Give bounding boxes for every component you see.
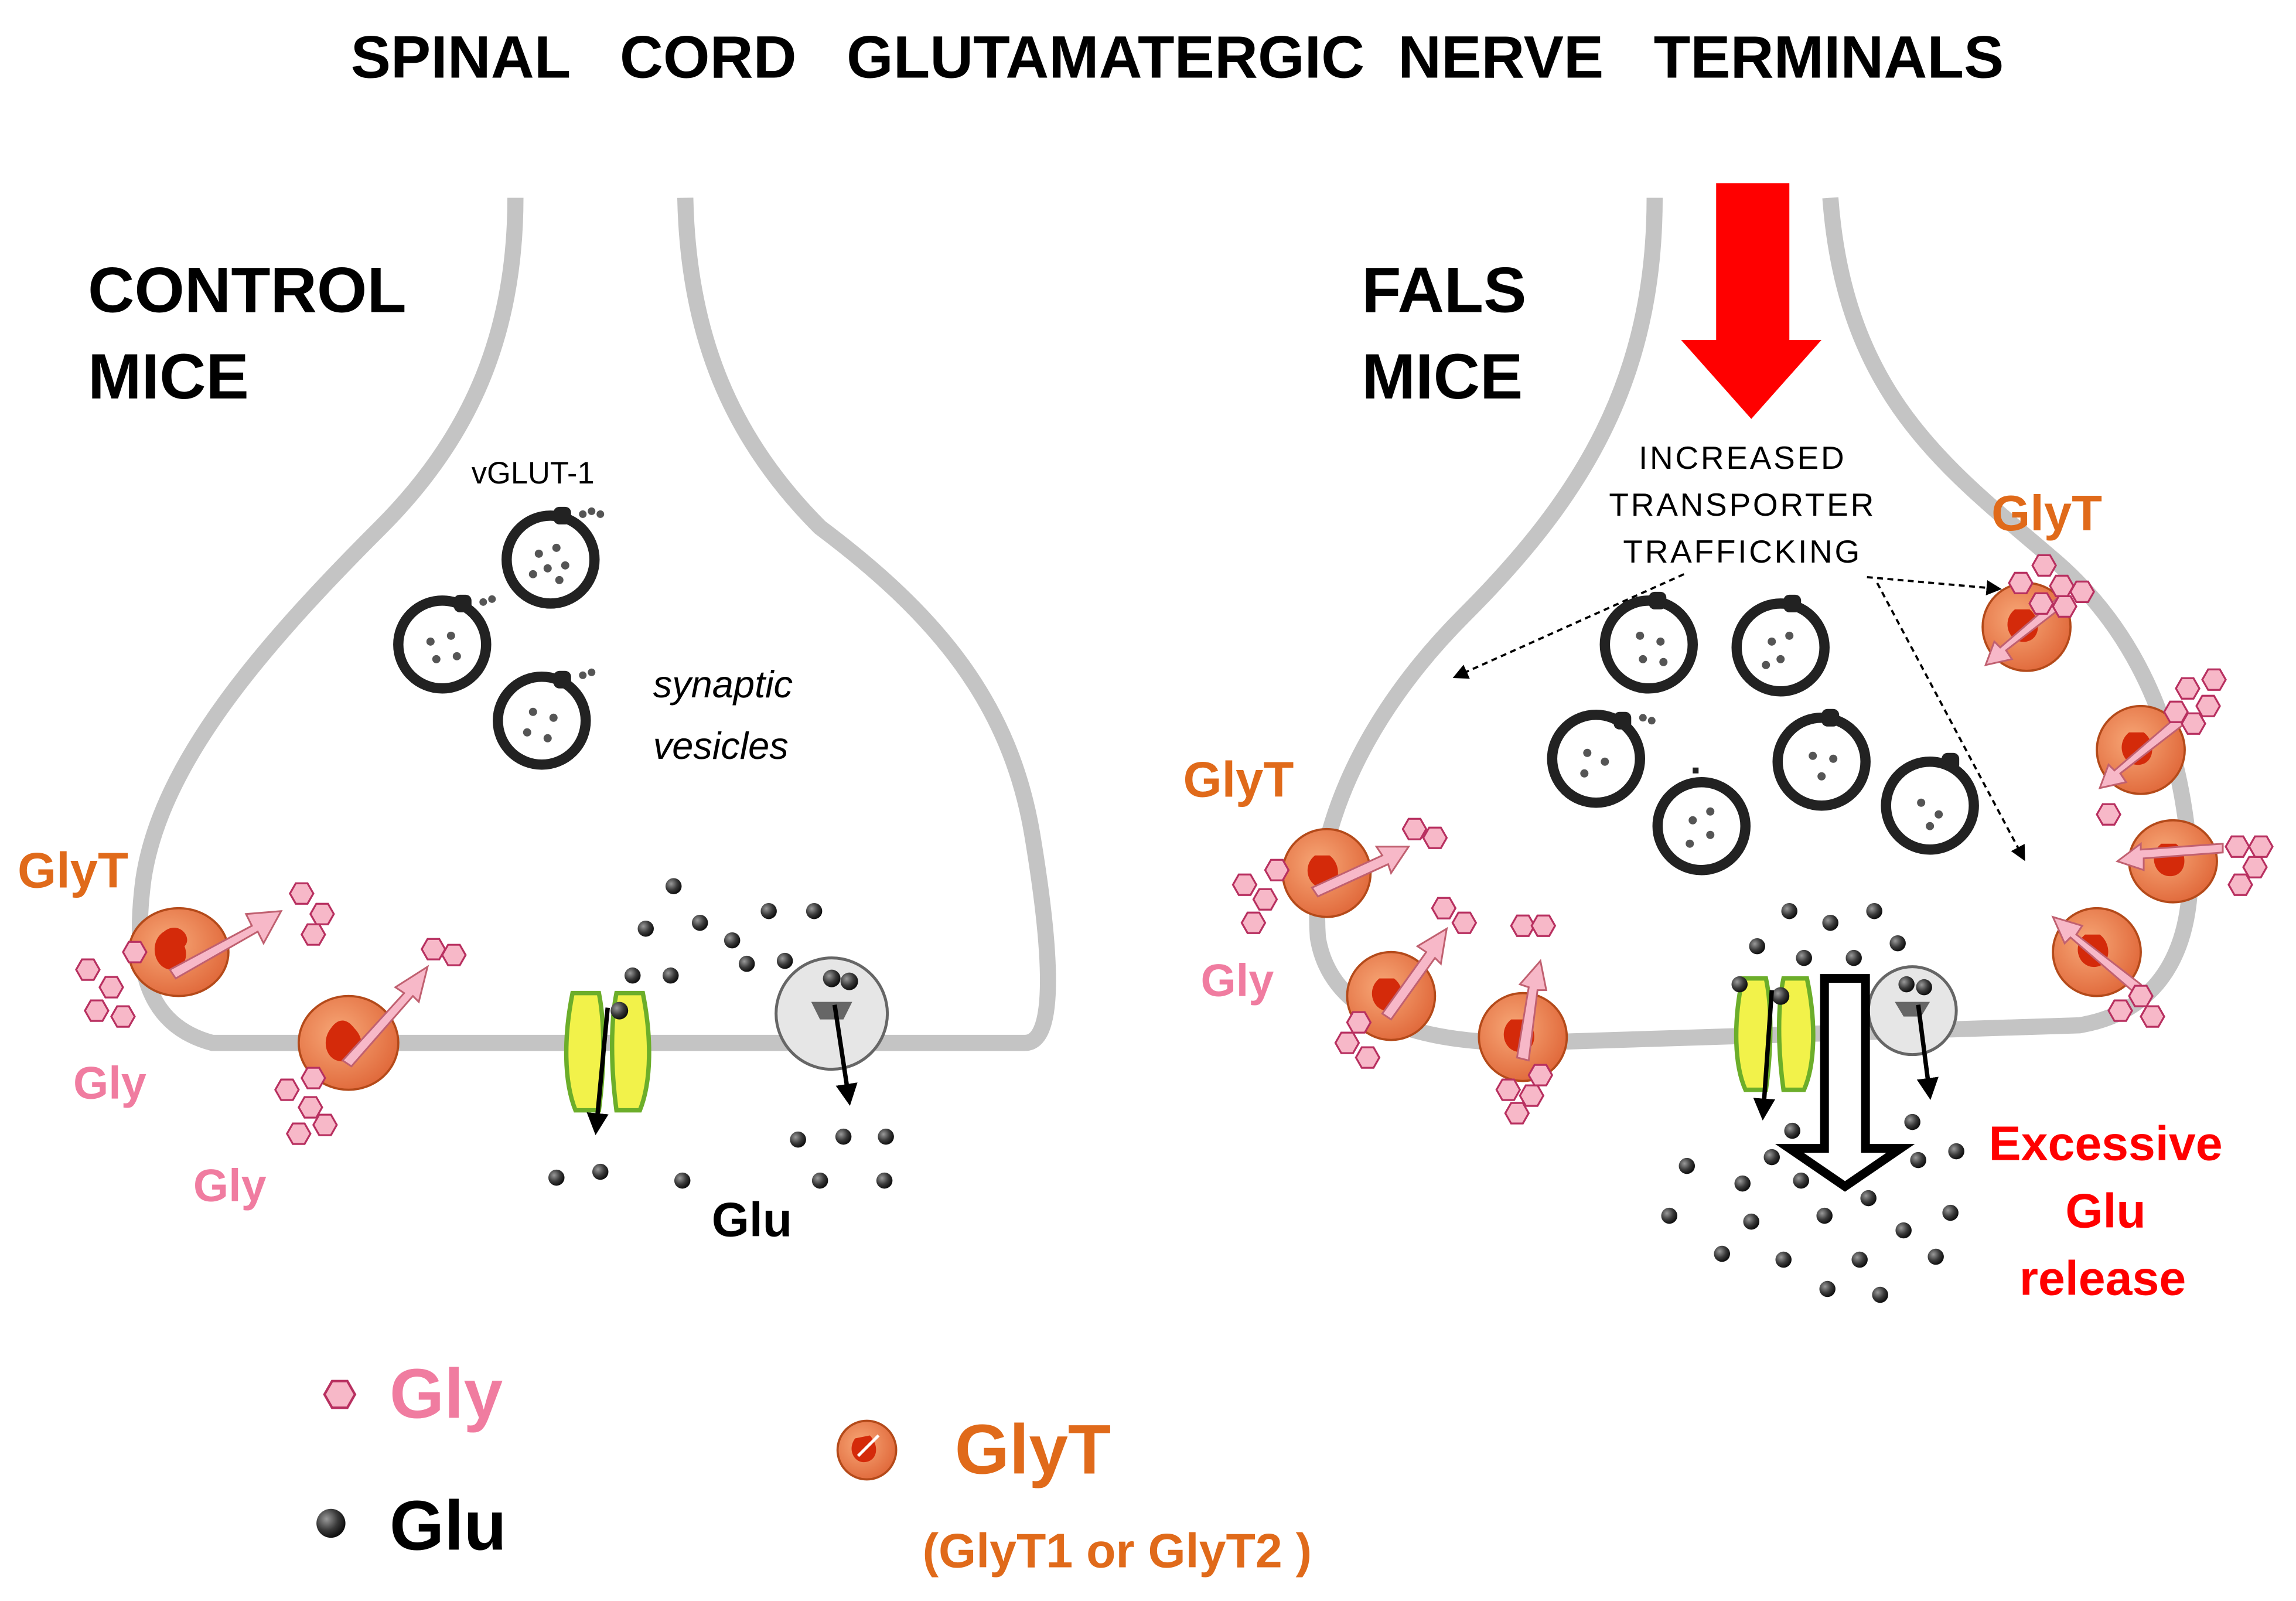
legend-gly-icon [325, 1381, 355, 1408]
control-glu-release-site [775, 956, 889, 1106]
synaptic-vesicles-line2: vesicles [653, 724, 789, 767]
fals-glu-channel [1734, 976, 1816, 1121]
fals-label-line1: FALS [1362, 254, 1526, 326]
fals-glyt-label-left: GlyT [1183, 752, 1294, 808]
control-glyt-2 [297, 965, 429, 1091]
fals-vesicles [1552, 591, 1974, 870]
legend-glyt-label: GlyT [955, 1410, 1111, 1488]
control-glu-label: Glu [712, 1193, 792, 1247]
excess-release-arrow [1775, 974, 1915, 1192]
fals-glu-release-site [1867, 965, 1958, 1101]
vglut-label: vGLUT-1 [472, 456, 595, 490]
vglut-icon [553, 506, 605, 524]
control-gly-label-2: Gly [193, 1161, 267, 1211]
control-label-line1: CONTROL [88, 254, 407, 326]
excessive-line2: Glu [2065, 1184, 2145, 1238]
trafficking-line3: TRAFFICKING [1623, 533, 1862, 570]
control-gly-label-1: Gly [73, 1058, 146, 1109]
legend-glyt-subtitle: (GlyT1 or GlyT2 ) [923, 1524, 1312, 1578]
trafficking-line2: TRANSPORTER [1609, 486, 1876, 523]
legend: Gly Glu GlyT (GlyT1 or GlyT2 ) [316, 1354, 1312, 1578]
trafficking-line1: INCREASED [1639, 440, 1846, 476]
control-membrane [131, 197, 1056, 1051]
fals-glyt-label-right: GlyT [1991, 486, 2102, 541]
control-terminal: CONTROL MICE vGLU [18, 197, 1056, 1247]
control-glyt-label: GlyT [18, 843, 128, 899]
legend-glu-icon [316, 1508, 346, 1538]
diagram-title: SPINAL CORD GLUTAMATERGIC NERVE TERMINAL… [351, 23, 2004, 91]
fals-terminal: FALS MICE INCREASED TRANSPORTER TRAFFICK… [1183, 183, 2274, 1306]
legend-gly-label: Gly [390, 1354, 503, 1433]
excessive-line3: release [2019, 1252, 2186, 1306]
control-glyt-1 [128, 907, 283, 997]
red-down-arrow [1681, 183, 1822, 419]
trafficking-arrows [1452, 573, 2025, 861]
control-vesicles [398, 506, 605, 765]
legend-glu-label: Glu [390, 1486, 507, 1565]
fals-gly-label: Gly [1200, 956, 1274, 1006]
legend-glyt-icon [836, 1419, 898, 1481]
control-glu-channel [564, 990, 651, 1136]
fals-glu-molecules [1661, 902, 1964, 1303]
excessive-line1: Excessive [1989, 1117, 2223, 1171]
synaptic-vesicles-line1: synaptic [653, 663, 793, 706]
fals-label-line2: MICE [1362, 340, 1523, 413]
control-label-line2: MICE [88, 340, 249, 413]
